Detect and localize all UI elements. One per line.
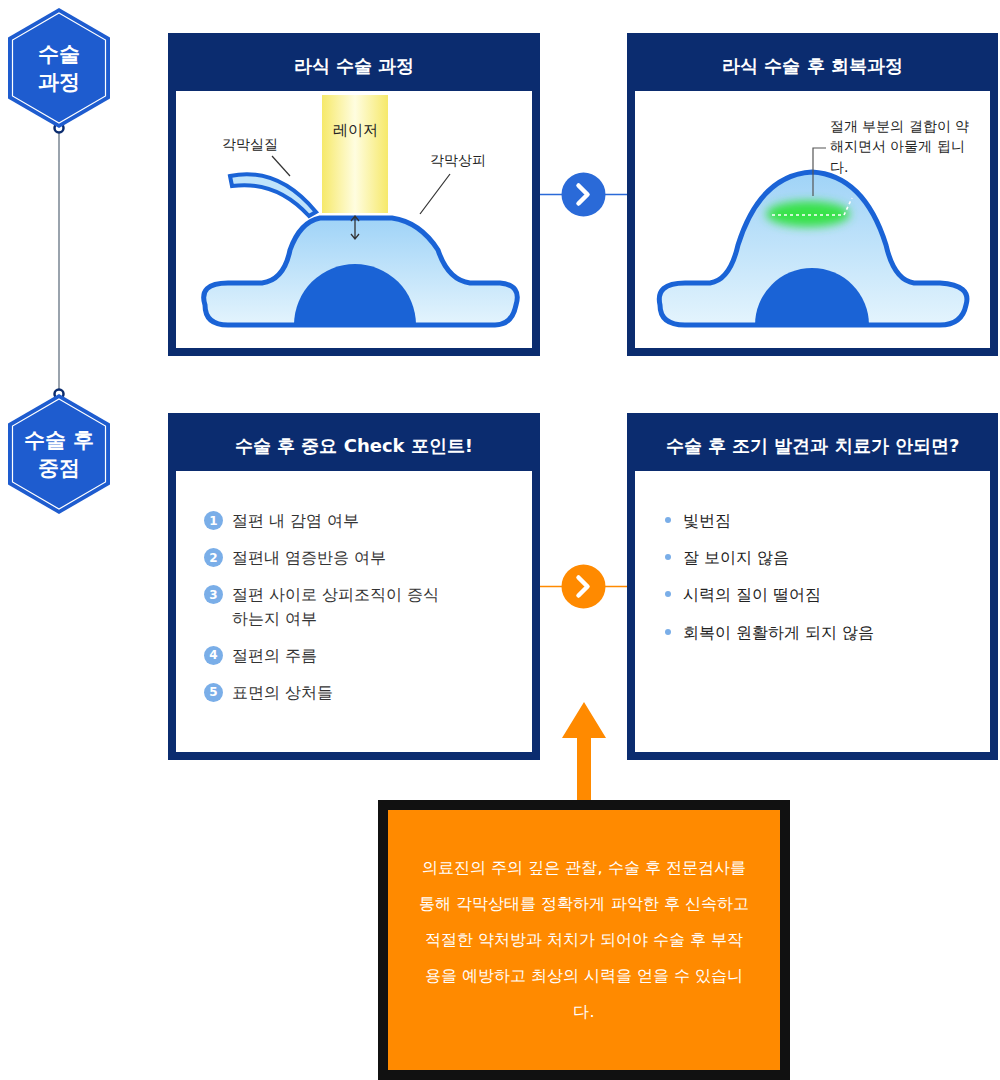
hexagon-fill [8, 8, 110, 128]
arrow-head [579, 578, 588, 596]
hexagon-outline [13, 399, 106, 509]
note-text: 의료진의 주의 깊은 관찰, 수술 후 전문검사를 통해 각막상태를 정확하게 … [419, 850, 749, 1030]
list-item: 잘 보이지 않음 [683, 546, 789, 569]
lasik-cornea-figure [204, 95, 518, 325]
list-item: 회복이 원활하게 되지 않음 [683, 621, 874, 644]
incision-line [772, 198, 852, 215]
list-row: 빛번짐 [663, 509, 990, 532]
lens-shape [294, 264, 416, 325]
callout-number: 5 [204, 683, 223, 702]
corneal-flap [230, 174, 316, 216]
callout-number: 2 [204, 548, 223, 567]
panel-box: 라식 수술 과정 [168, 33, 540, 356]
hexagon-shape [6, 6, 112, 130]
hexagon-outline [13, 13, 106, 123]
part-label: 각막실질 [222, 134, 278, 154]
step-hexagon: 수술 후 중점 [6, 392, 112, 516]
depth-arrow [351, 216, 359, 239]
part-label: 레이저 [333, 120, 378, 142]
leader-line [420, 174, 450, 214]
connector [540, 565, 627, 609]
list-item: 절편의 주름 [232, 644, 317, 667]
leader-line [813, 148, 826, 196]
list-item: 표면의 상처들 [232, 681, 333, 704]
healing-cornea-figure [659, 148, 967, 325]
panel-box: 라식 수술 후 회복과정 [627, 33, 998, 356]
laser-beam [322, 95, 388, 213]
list-row: 시력의 질이 떨어짐 [663, 583, 990, 606]
connector [540, 173, 627, 217]
list-row: 3 절편 사이로 상피조직이 증식하는지 여부 [204, 583, 532, 629]
list-item: 절편 내 감염 여부 [232, 509, 359, 532]
hexagon-shape [6, 392, 112, 516]
step-title: 수술 후 중점 [19, 426, 99, 483]
list-row: 잘 보이지 않음 [663, 546, 990, 569]
bullet-dot [665, 554, 671, 560]
panel-body: 1 절편 내 감염 여부 2 절편내 염증반응 여부 3 절편 사이로 상피조직이 증식하… [176, 471, 532, 704]
panel-title: 라식 수술 후 회복과정 [635, 41, 990, 91]
connector [55, 124, 64, 399]
panel-box: 수술 후 조기 발견과 치료가 안되면?빛번짐잘 보이지 않음시력의 질이 떨어… [627, 413, 998, 760]
step-title: 수술 과정 [33, 40, 85, 97]
callout-number: 3 [204, 585, 223, 604]
panel-body: 빛번짐잘 보이지 않음시력의 질이 떨어짐회복이 원활하게 되지 않음 [635, 471, 990, 644]
list-item: 절편내 염증반응 여부 [232, 546, 386, 569]
step-hexagon: 수술 과정 [6, 6, 112, 130]
panel-title: 수술 후 조기 발견과 치료가 안되면? [635, 421, 990, 471]
panel-title: 라식 수술 과정 [176, 41, 532, 91]
bullet-dot [665, 629, 671, 635]
healing-glow [766, 201, 850, 227]
panel-title: 수술 후 중요 Check 포인트! [176, 421, 532, 471]
callout-number: 1 [204, 511, 223, 530]
arrow-circle [562, 565, 606, 609]
up-arrow [562, 702, 606, 800]
part-label: 절개 부분의 결합이 약해지면서 아물게 됩니다. [830, 116, 970, 177]
list-row: 1 절편 내 감염 여부 [204, 509, 532, 532]
list-row: 회복이 원활하게 되지 않음 [663, 621, 990, 644]
cornea-shape [204, 218, 518, 325]
bullet-dot [665, 517, 671, 523]
list-item: 시력의 질이 떨어짐 [683, 583, 821, 606]
list-item: 빛번짐 [683, 509, 731, 532]
list-row: 5 표면의 상처들 [204, 681, 532, 704]
list-row: 4 절편의 주름 [204, 644, 532, 667]
list-row: 2 절편내 염증반응 여부 [204, 546, 532, 569]
bullet-dot [665, 591, 671, 597]
hexagon-fill [8, 394, 110, 514]
list-item: 절편 사이로 상피조직이 증식하는지 여부 [232, 583, 442, 629]
callout-number: 4 [204, 646, 223, 665]
connector-line [58, 130, 60, 392]
panel-box: 수술 후 중요 Check 포인트! 1 절편 내 감염 여부 2 절편내 염증반응 여… [168, 413, 540, 760]
lens-shape [755, 268, 869, 325]
leader-line [272, 156, 290, 176]
arrow-head [579, 186, 588, 204]
arrow-circle [562, 173, 606, 217]
part-label: 각막상피 [430, 150, 486, 170]
note-box: 의료진의 주의 깊은 관찰, 수술 후 전문검사를 통해 각막상태를 정확하게 … [378, 800, 790, 1080]
